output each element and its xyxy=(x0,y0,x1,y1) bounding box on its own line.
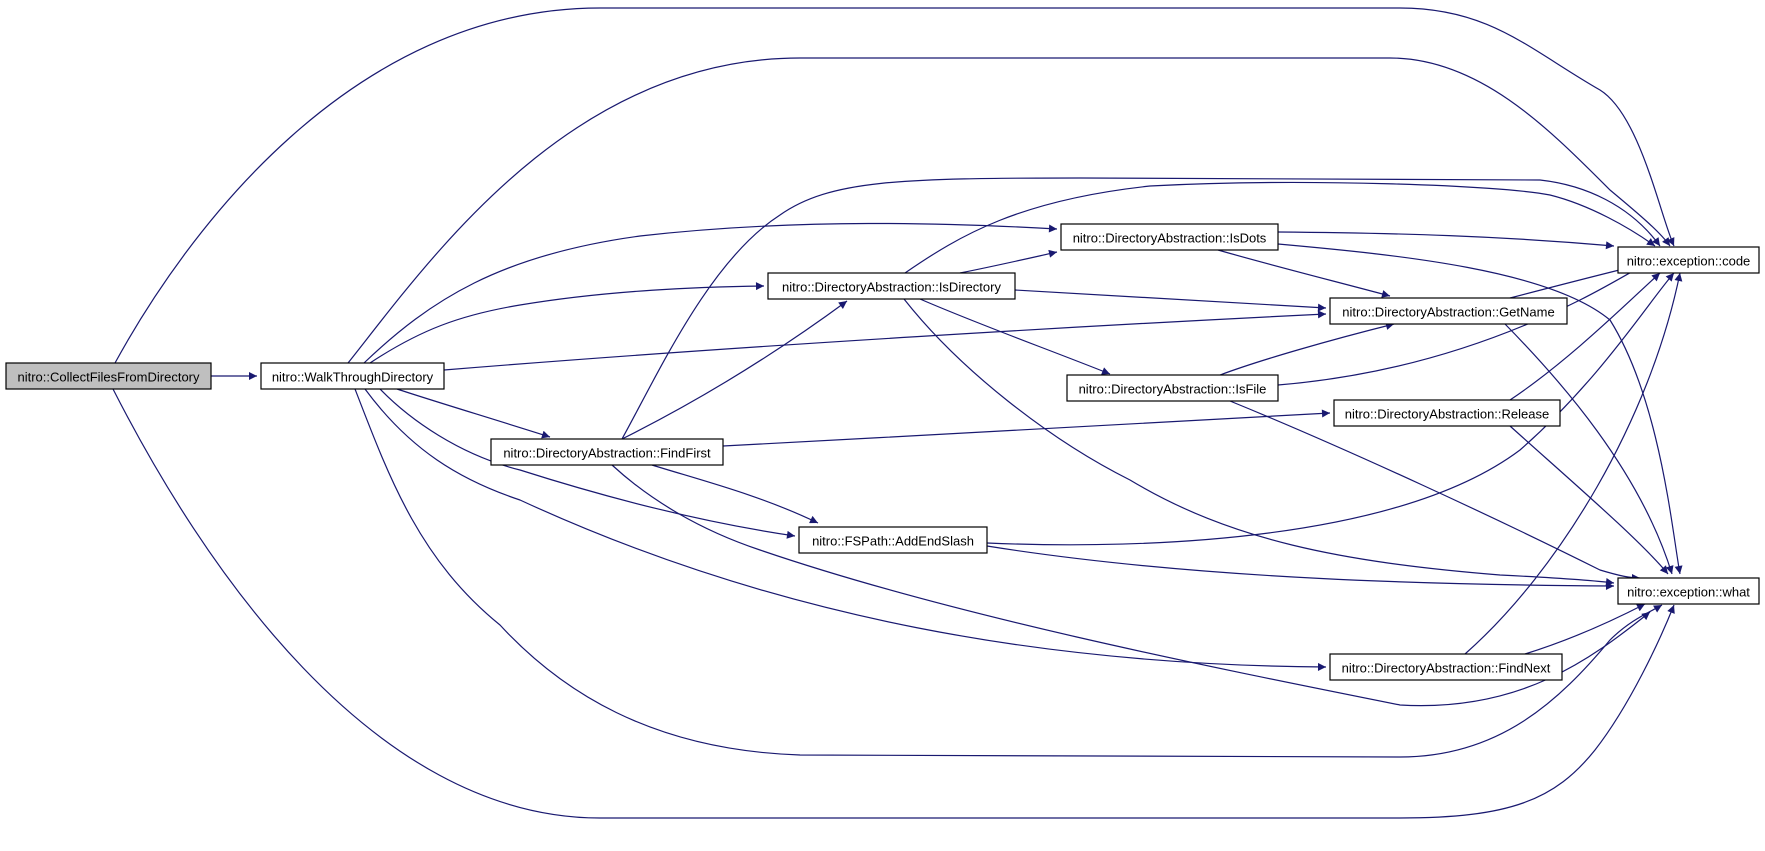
node-label: nitro::exception::what xyxy=(1627,585,1750,600)
node-label: nitro::DirectoryAbstraction::IsFile xyxy=(1079,382,1267,397)
edge-findfirst-to-code xyxy=(621,177,1661,440)
node-box xyxy=(1333,399,1561,427)
edges-layer xyxy=(112,7,1683,819)
edge-addendslash-to-code xyxy=(986,272,1675,546)
node-box xyxy=(1066,374,1279,402)
edge-walk-to-addendslash xyxy=(379,388,796,539)
node-box xyxy=(1329,297,1568,325)
node-findnext[interactable]: nitro::DirectoryAbstraction::FindNext xyxy=(1329,653,1563,681)
edge-collect-to-what xyxy=(112,388,1675,819)
node-what[interactable]: nitro::exception::what xyxy=(1617,577,1760,605)
node-code[interactable]: nitro::exception::code xyxy=(1617,246,1760,274)
node-label: nitro::DirectoryAbstraction::GetName xyxy=(1342,305,1554,320)
node-label: nitro::DirectoryAbstraction::IsDirectory xyxy=(782,280,1001,295)
edge-findfirst-to-what xyxy=(611,464,1651,707)
edge-isfile-to-getname xyxy=(1219,322,1395,376)
node-release[interactable]: nitro::DirectoryAbstraction::Release xyxy=(1333,399,1561,427)
node-box xyxy=(1617,246,1760,274)
edge-findfirst-to-isdirectory xyxy=(621,300,848,440)
edge-isfile-to-what xyxy=(1229,400,1641,582)
node-isdots[interactable]: nitro::DirectoryAbstraction::IsDots xyxy=(1060,223,1279,251)
edge-findfirst-to-release xyxy=(722,409,1331,447)
node-label: nitro::DirectoryAbstraction::IsDots xyxy=(1073,231,1267,246)
node-box xyxy=(798,526,988,554)
node-label: nitro::exception::code xyxy=(1627,254,1751,269)
node-box xyxy=(767,272,1016,300)
edge-addendslash-to-what xyxy=(986,545,1615,590)
node-label: nitro::DirectoryAbstraction::Release xyxy=(1345,407,1549,422)
node-getname[interactable]: nitro::DirectoryAbstraction::GetName xyxy=(1329,297,1568,325)
node-box xyxy=(1617,577,1760,605)
edge-release-to-code xyxy=(1509,272,1661,401)
edge-walk-to-getname xyxy=(443,310,1327,371)
node-addendslash[interactable]: nitro::FSPath::AddEndSlash xyxy=(798,526,988,554)
node-findfirst[interactable]: nitro::DirectoryAbstraction::FindFirst xyxy=(490,438,724,466)
edge-walk-to-isdots xyxy=(363,222,1058,364)
node-walk[interactable]: nitro::WalkThroughDirectory xyxy=(260,362,445,390)
edge-isdots-to-code xyxy=(1277,231,1615,250)
edge-findfirst-to-addendslash xyxy=(651,464,819,524)
edge-walk-to-findfirst xyxy=(396,388,551,439)
edge-isdirectory-to-what xyxy=(903,298,1615,586)
node-label: nitro::DirectoryAbstraction::FindNext xyxy=(1342,661,1551,676)
edge-isdirectory-to-code xyxy=(904,181,1656,274)
nodes-layer: nitro::CollectFilesFromDirectory nitro::W… xyxy=(5,223,1760,681)
node-box xyxy=(1060,223,1279,251)
node-box xyxy=(490,438,724,466)
edge-isdirectory-to-isdots xyxy=(959,249,1058,274)
node-box xyxy=(1329,653,1563,681)
node-label: nitro::WalkThroughDirectory xyxy=(272,370,434,385)
node-isdirectory[interactable]: nitro::DirectoryAbstraction::IsDirectory xyxy=(767,272,1016,300)
node-isfile[interactable]: nitro::DirectoryAbstraction::IsFile xyxy=(1066,374,1279,402)
edge-release-to-what xyxy=(1509,425,1669,575)
edge-walk-to-code xyxy=(347,57,1671,364)
node-label: nitro::FSPath::AddEndSlash xyxy=(812,534,974,549)
node-label: nitro::DirectoryAbstraction::FindFirst xyxy=(503,446,711,461)
edge-getname-to-what xyxy=(1504,323,1674,575)
node-collect[interactable]: nitro::CollectFilesFromDirectory xyxy=(5,362,212,390)
edge-findnext-to-what xyxy=(1524,603,1646,655)
edge-walk-to-isdirectory xyxy=(369,282,765,364)
edge-isdirectory-to-isfile xyxy=(919,298,1111,375)
edge-isdots-to-getname xyxy=(1217,249,1391,298)
node-box xyxy=(5,362,212,390)
edge-isdirectory-to-getname xyxy=(1014,289,1327,312)
edge-findnext-to-code xyxy=(1464,272,1683,655)
node-box xyxy=(260,362,445,390)
edge-walk-to-findnext xyxy=(364,388,1327,671)
node-label: nitro::CollectFilesFromDirectory xyxy=(17,370,200,385)
edge-collect-to-code xyxy=(114,7,1675,364)
